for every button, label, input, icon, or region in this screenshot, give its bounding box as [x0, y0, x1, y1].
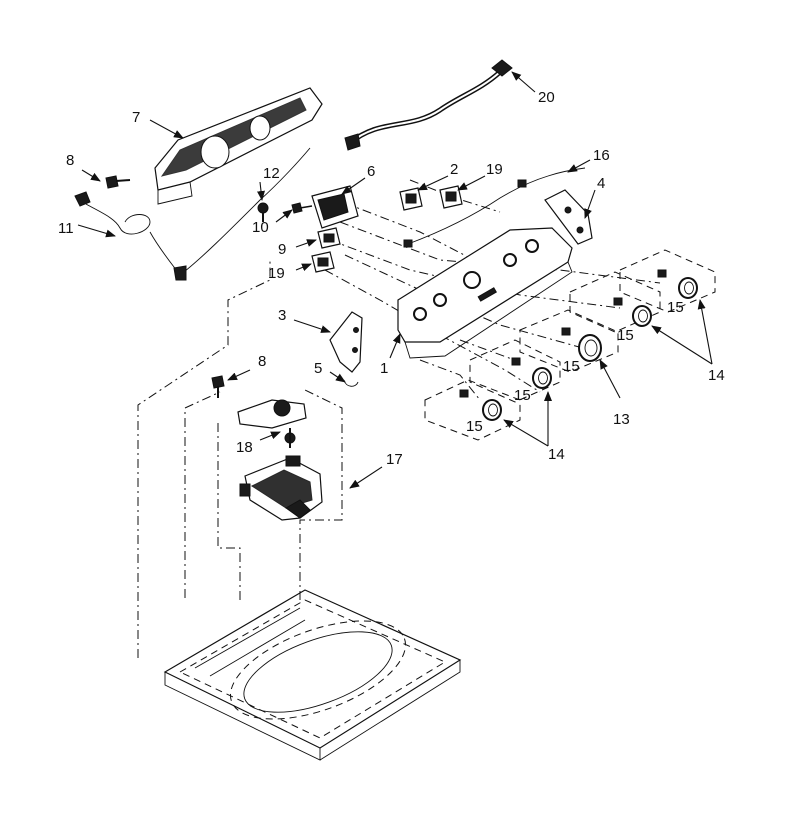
- label-part-1: 1: [380, 360, 388, 377]
- label-part-6: 6: [367, 163, 375, 180]
- switch-part-19-left: [311, 251, 335, 273]
- mount-assembly-part-17: [239, 455, 323, 521]
- power-cord-part-11: [74, 147, 311, 281]
- control-console-part-1: [397, 227, 573, 359]
- knob-part-14-a: [482, 399, 502, 421]
- label-part-18: 18: [236, 439, 253, 456]
- label-part-19-top: 19: [486, 161, 503, 178]
- switch-assembly-part-18: [237, 399, 307, 448]
- label-part-9: 9: [278, 241, 286, 258]
- part-number-labels: 7 8 11 12 6 2 19 16 4 20 10 9 19 3 5 1 8…: [58, 89, 725, 468]
- wire-harness-part-16: [403, 167, 586, 248]
- label-part-12: 12: [263, 165, 280, 182]
- label-part-15-b: 15: [514, 387, 531, 404]
- switch-part-19-top: [439, 185, 463, 209]
- label-part-20: 20: [538, 89, 555, 106]
- knob-part-14-d: [678, 277, 698, 299]
- screw-part-8-top: [105, 175, 131, 189]
- label-part-8-lower: 8: [258, 353, 266, 370]
- cabinet-top: [163, 589, 462, 761]
- knob-inserts-part-15: [459, 269, 667, 398]
- label-part-15-e: 15: [667, 299, 684, 316]
- end-cap-part-4: [544, 189, 593, 245]
- ground-screw-part-12: [257, 202, 269, 222]
- label-part-10: 10: [252, 219, 269, 236]
- label-part-5: 5: [314, 360, 322, 377]
- label-part-15-c: 15: [563, 358, 580, 375]
- label-part-13: 13: [613, 411, 630, 428]
- knob-part-13: [578, 334, 602, 362]
- label-part-19-left: 19: [268, 265, 285, 282]
- label-part-16: 16: [593, 147, 610, 164]
- label-part-4: 4: [597, 175, 605, 192]
- knob-part-14-c: [632, 305, 652, 327]
- end-cap-part-3: [329, 311, 363, 373]
- knob-part-14-b: [532, 367, 552, 389]
- label-part-7: 7: [132, 109, 140, 126]
- label-part-11: 11: [58, 220, 74, 237]
- control-board-part-6: [311, 185, 359, 229]
- label-part-8-top: 8: [66, 152, 74, 169]
- switch-part-9: [317, 227, 341, 249]
- label-part-3: 3: [278, 307, 286, 324]
- label-part-2: 2: [450, 161, 458, 178]
- label-part-14-lower: 14: [548, 446, 565, 463]
- label-part-14-right: 14: [708, 367, 725, 384]
- screw-part-10: [291, 202, 313, 214]
- console-panel-part-7: [154, 87, 323, 205]
- knob-outline-boxes: [424, 249, 716, 441]
- label-part-17: 17: [386, 451, 403, 468]
- clip-part-5: [343, 379, 359, 387]
- leader-lines: [77, 71, 713, 489]
- screw-part-8-lower: [211, 375, 225, 398]
- wire-harness-part-20: [344, 59, 513, 151]
- label-part-15-d: 15: [617, 327, 634, 344]
- label-part-15-a: 15: [466, 418, 483, 435]
- switch-part-2: [399, 187, 423, 211]
- assembly-guide-lines: [137, 179, 661, 658]
